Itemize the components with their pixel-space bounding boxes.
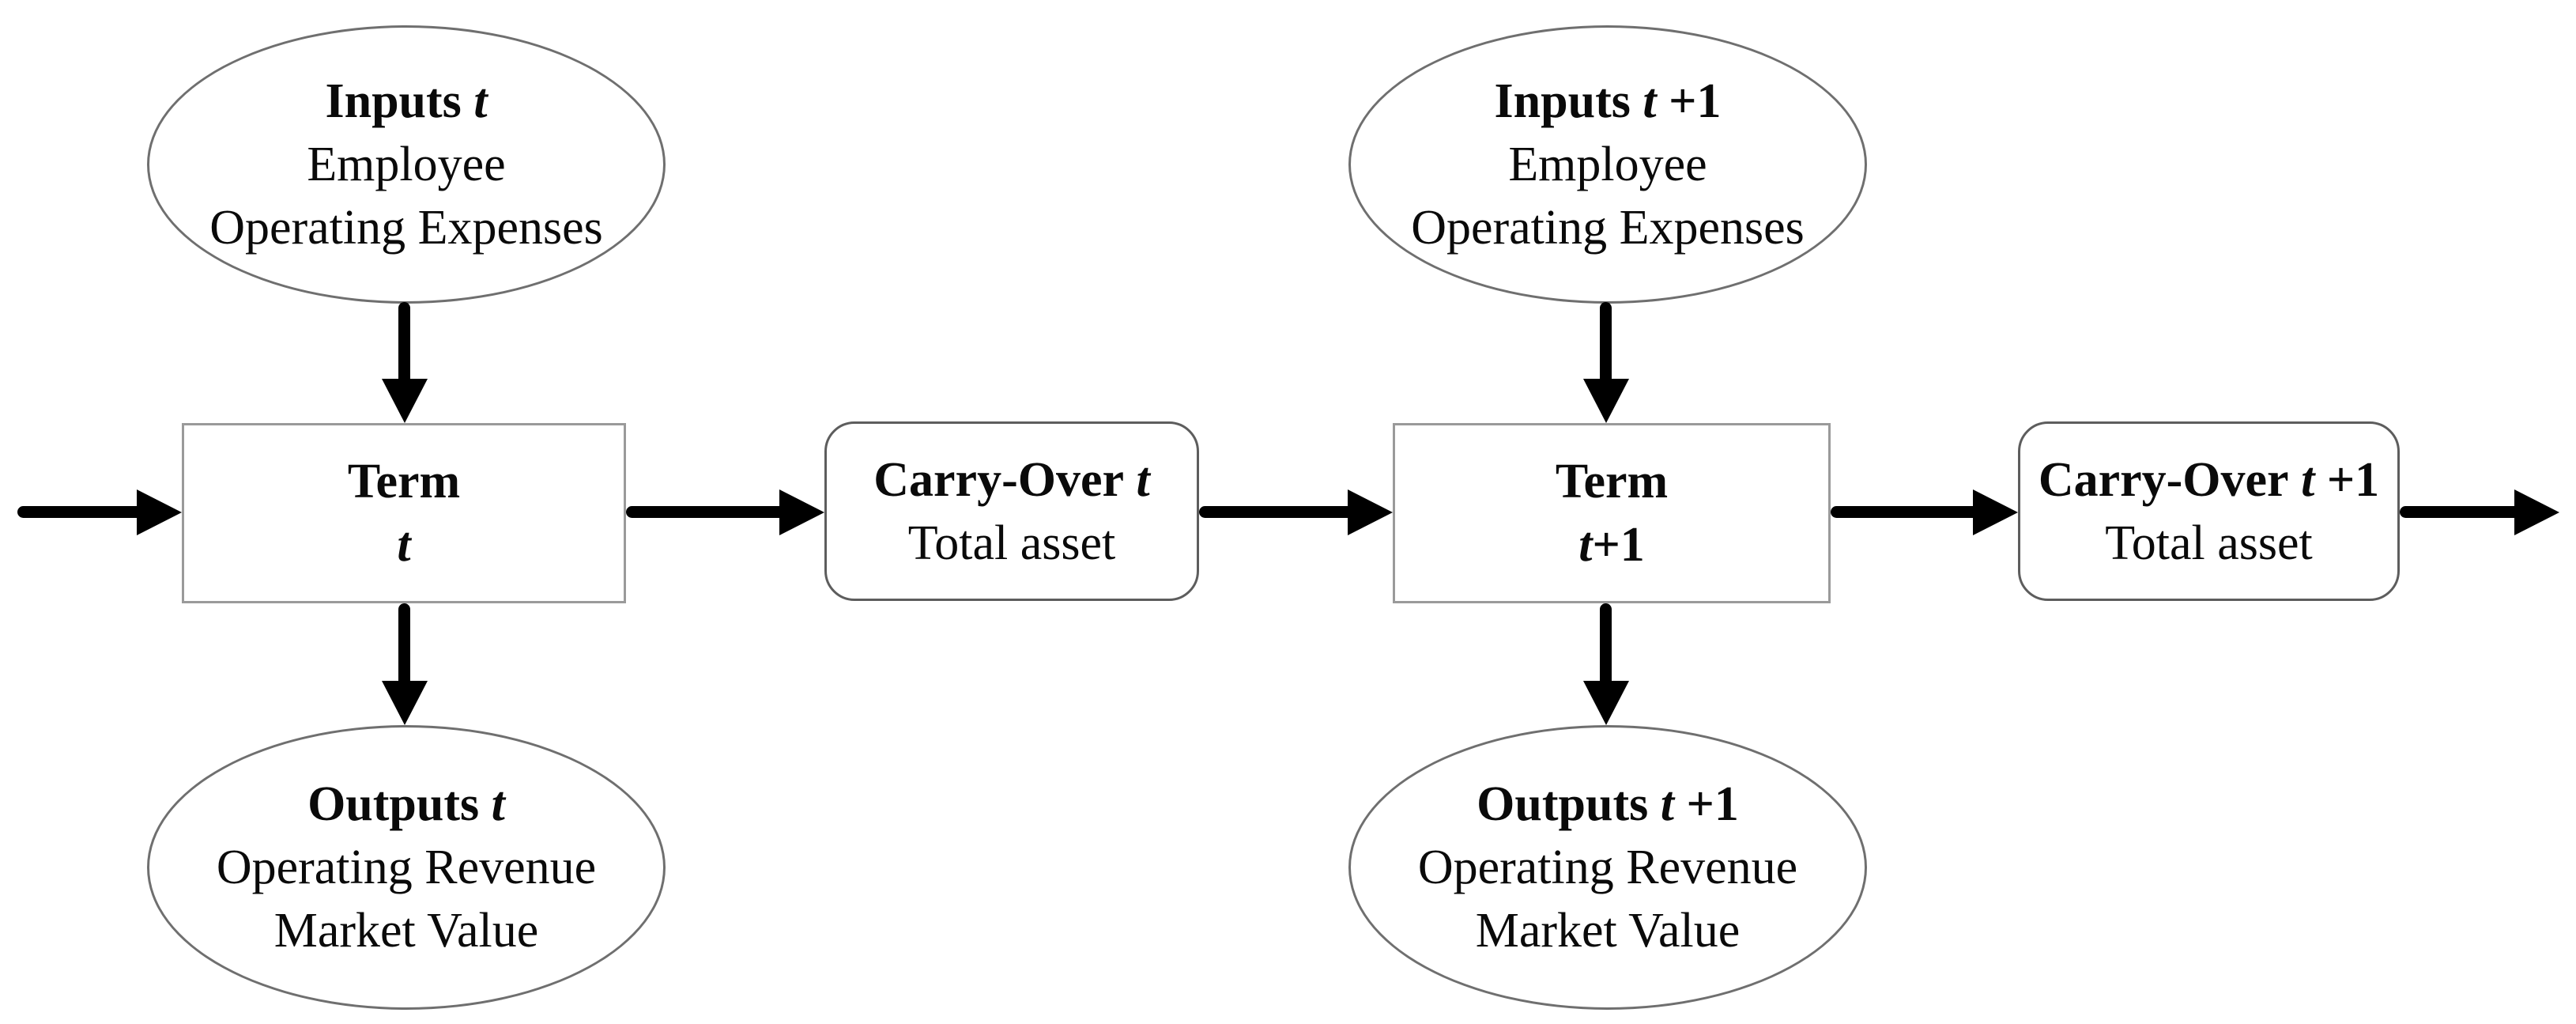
- node-inputs-t-line-2: Operating Expenses: [209, 201, 603, 255]
- node-carryover-t1-title: Carry-Over t +1: [2038, 452, 2380, 507]
- node-outputs-t: Outputs t Operating Revenue Market Value: [147, 725, 666, 1010]
- arrow-term-t-to-carryover-t: [626, 506, 779, 518]
- arrow-term-t1-to-outputs-t1: [1600, 603, 1612, 681]
- node-inputs-t1-line-2: Operating Expenses: [1411, 201, 1805, 255]
- node-carryover-t: Carry-Over t Total asset: [824, 421, 1199, 601]
- node-inputs-t-line-1: Employee: [307, 138, 506, 191]
- node-carryover-t1: Carry-Over t +1 Total asset: [2018, 421, 2400, 601]
- node-outputs-t-line-1: Operating Revenue: [216, 841, 597, 894]
- node-term-t1: Term t+1: [1393, 423, 1831, 603]
- node-term-t1-title: Term: [1555, 455, 1669, 508]
- node-outputs-t1-title: Outputs t +1: [1477, 777, 1739, 831]
- node-outputs-t1: Outputs t +1 Operating Revenue Market Va…: [1348, 725, 1867, 1010]
- node-carryover-t-line-1: Total asset: [907, 516, 1116, 570]
- node-carryover-t1-line-1: Total asset: [2105, 516, 2313, 570]
- node-term-t1-period: t+1: [1578, 518, 1645, 572]
- node-inputs-t: Inputs t Employee Operating Expenses: [147, 25, 666, 304]
- node-outputs-t1-line-1: Operating Revenue: [1417, 841, 1798, 894]
- node-carryover-t-title: Carry-Over t: [873, 452, 1150, 507]
- node-inputs-t1-line-1: Employee: [1508, 138, 1707, 191]
- node-inputs-t-title: Inputs t: [325, 74, 488, 128]
- node-outputs-t1-line-2: Market Value: [1475, 904, 1741, 958]
- arrow-term-t1-to-carryover-t1: [1831, 506, 1973, 518]
- node-term-t: Term t: [182, 423, 626, 603]
- arrow-inputs-t-to-term-t: [398, 302, 410, 379]
- node-outputs-t-line-2: Market Value: [273, 904, 539, 958]
- node-term-t-period: t: [397, 518, 411, 572]
- arrow-inputs-t1-to-term-t1: [1600, 302, 1612, 379]
- arrow-term-t-to-outputs-t: [398, 603, 410, 681]
- node-term-t-title: Term: [347, 455, 461, 508]
- node-inputs-t1: Inputs t +1 Employee Operating Expenses: [1348, 25, 1867, 304]
- arrow-carryover-t-to-term-t1: [1199, 506, 1348, 518]
- node-outputs-t-title: Outputs t: [307, 777, 505, 831]
- arrow-into-term-t: [17, 506, 137, 518]
- arrow-carryover-t1-out: [2400, 506, 2514, 518]
- node-inputs-t1-title: Inputs t +1: [1494, 74, 1722, 128]
